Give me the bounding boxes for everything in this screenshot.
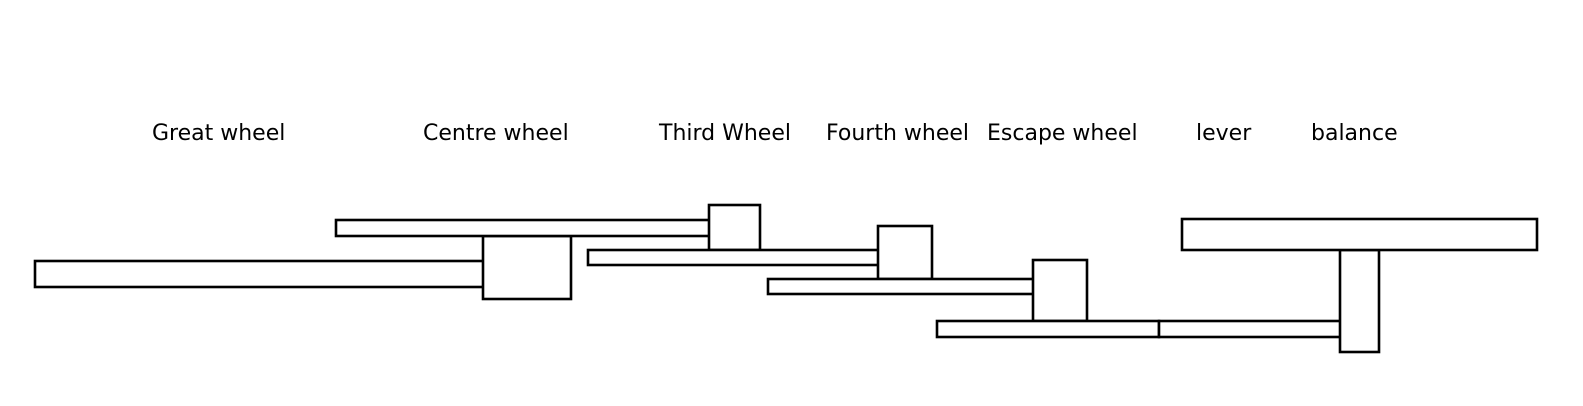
label-lever: lever <box>1196 121 1252 146</box>
centre-wheel-pinion <box>481 234 573 301</box>
label-third-wheel: Third Wheel <box>658 121 791 146</box>
third-wheel <box>586 248 885 267</box>
balance-staff <box>1338 248 1381 354</box>
great-wheel <box>33 259 497 289</box>
balance-wheel <box>1180 217 1539 252</box>
lever <box>1157 319 1360 339</box>
label-fourth-wheel: Fourth wheel <box>826 121 969 146</box>
third-wheel-pinion <box>707 203 762 252</box>
escape-wheel-pinion <box>1031 258 1089 323</box>
label-centre-wheel: Centre wheel <box>423 121 569 146</box>
fourth-wheel-pinion <box>876 224 934 281</box>
escape-wheel <box>935 319 1161 339</box>
label-balance: balance <box>1311 121 1398 146</box>
centre-wheel <box>334 218 719 238</box>
label-escape-wheel: Escape wheel <box>987 121 1138 146</box>
label-great-wheel: Great wheel <box>152 121 285 146</box>
fourth-wheel <box>766 277 1043 296</box>
